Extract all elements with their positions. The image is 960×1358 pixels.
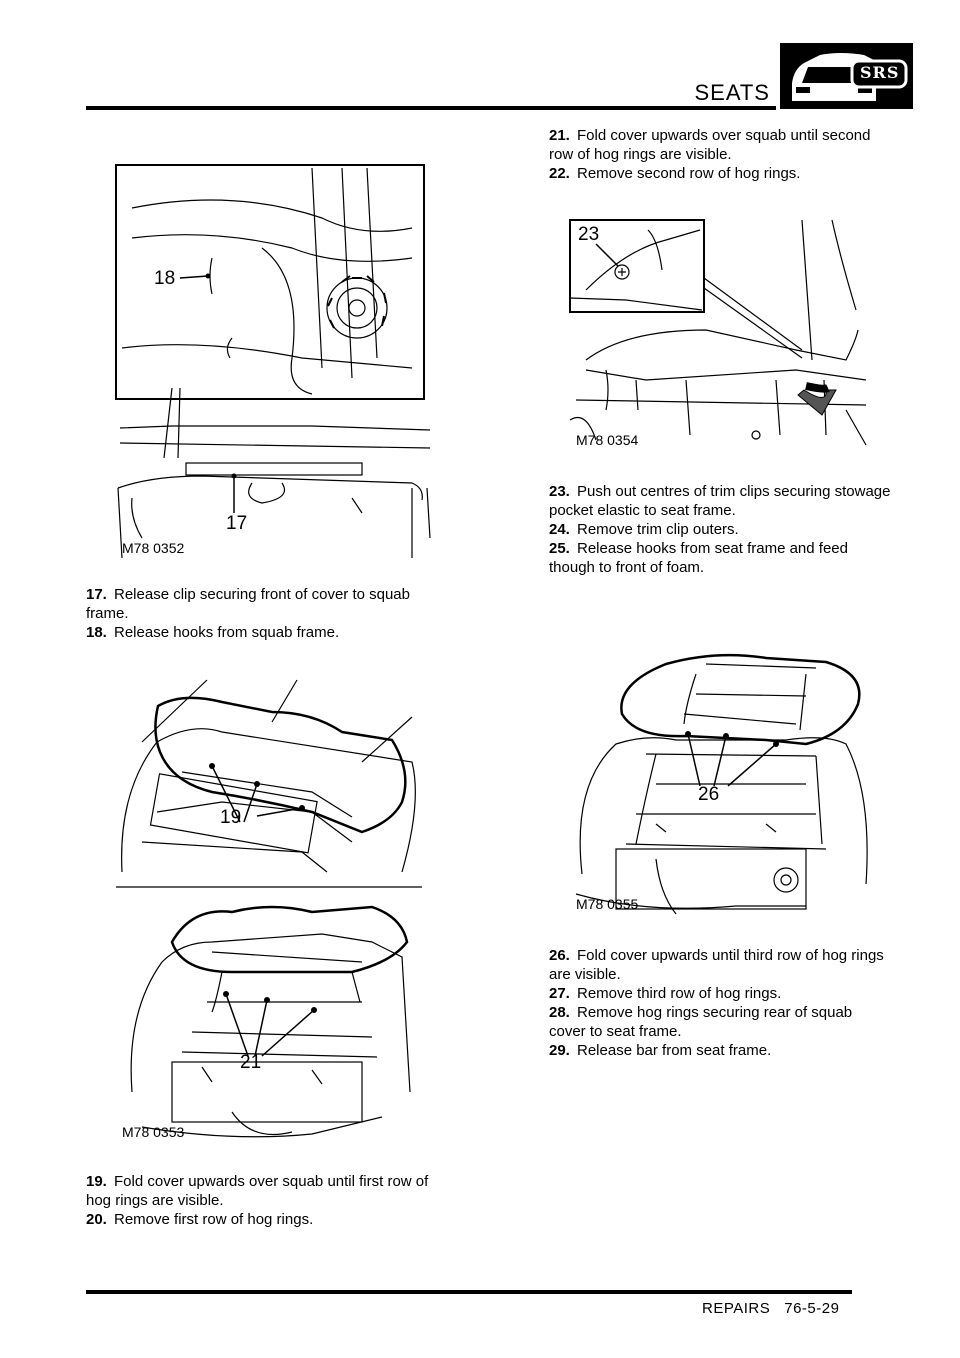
seat-cover-hog-rings-illustration — [116, 679, 422, 1138]
callout-23: 23 — [578, 224, 600, 245]
steps-17-18: 17.Release clip securing front of cover … — [86, 585, 466, 642]
step-19-continuation: hog rings are visible. — [86, 1192, 224, 1209]
seat-hog-rings-third-row-illustration — [575, 653, 868, 915]
figure-code-m78-0354: M78 0354 — [576, 432, 639, 448]
steps-26-29: 26.Fold cover upwards until third row of… — [549, 946, 929, 1060]
figure-m78-0353: 19 21 M78 0353 — [112, 672, 432, 1152]
step-18: 18.Release hooks from squab frame. — [86, 624, 340, 641]
footer-rule — [86, 1290, 852, 1294]
callout-21: 21 — [240, 1052, 262, 1073]
callout-18: 18 — [154, 268, 176, 289]
figure-code-m78-0355: M78 0355 — [576, 896, 639, 912]
srs-logo-text: SRS — [860, 63, 900, 82]
step-29: 29.Release bar from seat frame. — [549, 1042, 772, 1059]
trim-clip-illustration — [569, 219, 867, 446]
step-19: 19.Fold cover upwards over squab until f… — [86, 1173, 429, 1190]
step-21: 21.Fold cover upwards over squab until s… — [549, 127, 871, 144]
step-27: 27.Remove third row of hog rings. — [549, 985, 782, 1002]
step-26: 26.Fold cover upwards until third row of… — [549, 947, 884, 964]
page-footer: REPAIRS 76-5-29 — [702, 1300, 840, 1317]
header-rule — [86, 106, 776, 110]
step-25: 25.Release hooks from seat frame and fee… — [549, 540, 848, 557]
step-28-continuation: cover to seat frame. — [549, 1023, 682, 1040]
step-23-continuation: pocket elastic to seat frame. — [549, 502, 736, 519]
step-21-continuation: row of hog rings are visible. — [549, 146, 732, 163]
squab-frame-illustration — [115, 164, 431, 559]
callout-17: 17 — [226, 513, 248, 534]
step-28: 28.Remove hog rings securing rear of squ… — [549, 1004, 853, 1021]
step-25-continuation: though to front of foam. — [549, 559, 705, 576]
steps-21-22: 21.Fold cover upwards over squab until s… — [549, 126, 929, 183]
steps-23-25: 23.Push out centres of trim clips securi… — [549, 482, 929, 577]
srs-car-icon — [792, 53, 908, 101]
srs-airbag-logo: SRS — [780, 43, 913, 109]
step-17-continuation: frame. — [86, 605, 129, 622]
figure-m78-0355: 26 M78 0355 — [566, 644, 886, 920]
step-17: 17.Release clip securing front of cover … — [86, 586, 410, 603]
steps-19-20: 19.Fold cover upwards over squab until f… — [86, 1172, 466, 1229]
page-header-title: SEATS — [694, 80, 770, 105]
step-23: 23.Push out centres of trim clips securi… — [549, 483, 891, 500]
step-26-continuation: are visible. — [549, 966, 621, 983]
figure-code-m78-0352: M78 0352 — [122, 540, 185, 556]
step-20: 20.Remove first row of hog rings. — [86, 1211, 314, 1228]
callout-19: 19 — [220, 807, 242, 828]
figure-m78-0352: 18 17 M78 0352 — [112, 158, 432, 559]
figure-m78-0354: 23 M78 0354 — [566, 210, 886, 455]
callout-26: 26 — [698, 784, 720, 805]
step-24: 24.Remove trim clip outers. — [549, 521, 739, 538]
figure-code-m78-0353: M78 0353 — [122, 1124, 185, 1140]
step-22: 22.Remove second row of hog rings. — [549, 165, 801, 182]
